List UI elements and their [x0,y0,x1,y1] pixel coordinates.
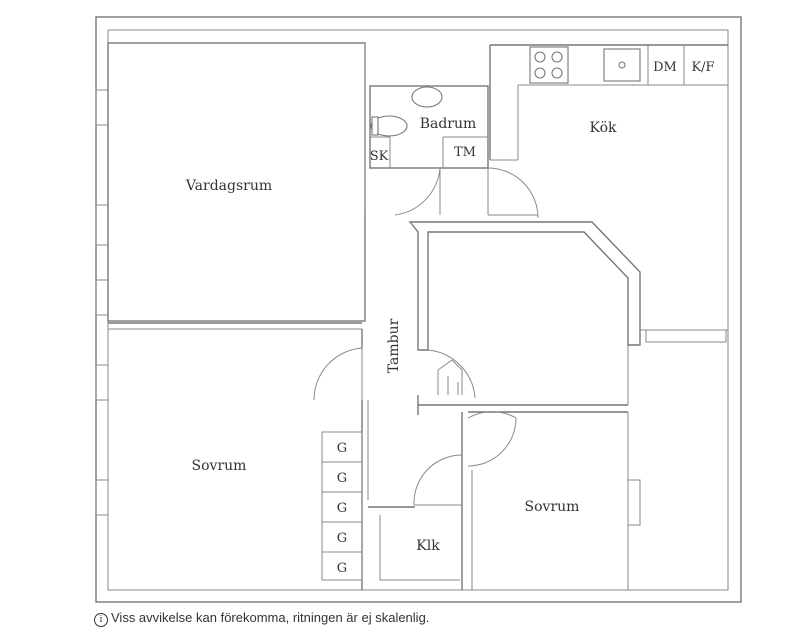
left-bedroom-walls [321,329,369,590]
room-label-kok: Kök [590,120,618,136]
right-bedroom-walls [461,411,629,590]
living-room-walls [107,42,366,322]
wardrobe-label: G [337,441,347,456]
kitchen-door [487,167,539,219]
fixture-label-sk: SK [370,149,389,164]
windows [95,89,727,526]
wardrobe-label: G [337,531,347,546]
disclaimer-text: Viss avvikelse kan förekomma, ritningen … [111,610,430,625]
info-icon: i [94,613,108,627]
room-label-sovrum-left: Sovrum [192,458,247,474]
room-label-sovrum-right: Sovrum [525,499,580,515]
divider-wall [108,322,362,330]
room-label-badrum: Badrum [420,116,477,132]
fixture-label-tm: TM [454,145,476,160]
central-room-walls [408,221,641,415]
left-bedroom-door [313,347,363,401]
room-label-tambur: Tambur [386,318,402,373]
room-label-vardagsrum: Vardagsrum [185,178,272,194]
fixture-label-dm: DM [653,60,677,75]
kitchen-walls [489,44,729,331]
wardrobe-label: G [337,561,347,576]
room-label-klk: Klk [416,538,440,554]
wardrobe-label: G [337,471,347,486]
wardrobe-label: G [337,501,347,516]
bathroom-walls [369,85,489,216]
fixture-label-kf: K/F [691,60,714,75]
closet-walls [368,454,463,581]
